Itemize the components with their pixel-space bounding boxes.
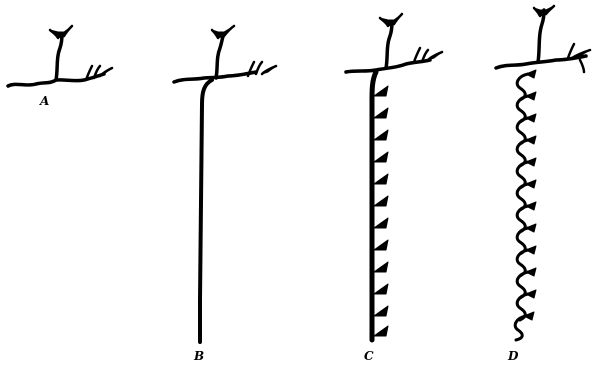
figure-c-branching — [346, 14, 442, 72]
figure-d-branching — [496, 6, 590, 72]
figure-a-branching — [8, 26, 112, 86]
figure-c: C — [346, 14, 442, 363]
figure-a-label: A — [39, 94, 49, 108]
figure-c-thorns — [374, 86, 388, 336]
figure-d-hooks — [515, 70, 536, 340]
figure-b-label: B — [193, 349, 204, 363]
figure-d: D — [496, 6, 590, 363]
figure-a: A — [8, 26, 112, 108]
figure-b: B — [174, 26, 276, 363]
figure-b-branching — [174, 26, 276, 82]
figure-d-label: D — [507, 349, 519, 363]
figure-c-label: C — [364, 349, 374, 363]
figure-b-axon — [200, 80, 212, 342]
